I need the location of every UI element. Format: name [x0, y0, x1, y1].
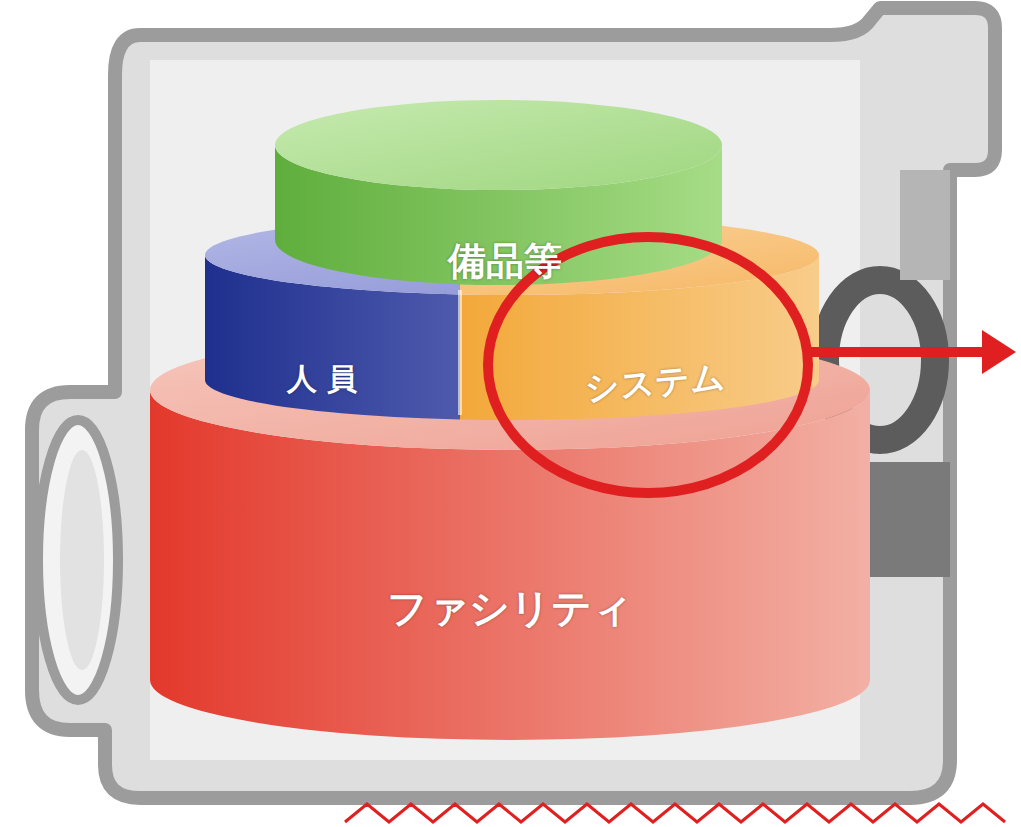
- node-label: 備品等: [448, 241, 562, 283]
- zigzag-edge: [345, 804, 1005, 822]
- housing-body: [32, 8, 995, 798]
- inlet-ring: [38, 420, 118, 700]
- supplies-cylinder: 備品等: [275, 100, 722, 285]
- side-block-top: [900, 170, 950, 280]
- highlight-ring: [488, 237, 808, 493]
- cylinder-top: [275, 100, 722, 190]
- node-label: 人 員: [287, 362, 357, 395]
- zigzag-line: [345, 804, 1005, 822]
- highlight-arrow-line: [806, 347, 990, 357]
- highlight-arrow-head: [982, 330, 1016, 374]
- segment-split: [460, 290, 462, 415]
- node-label: ファシリティ: [387, 586, 633, 630]
- inlet-inner: [60, 450, 104, 670]
